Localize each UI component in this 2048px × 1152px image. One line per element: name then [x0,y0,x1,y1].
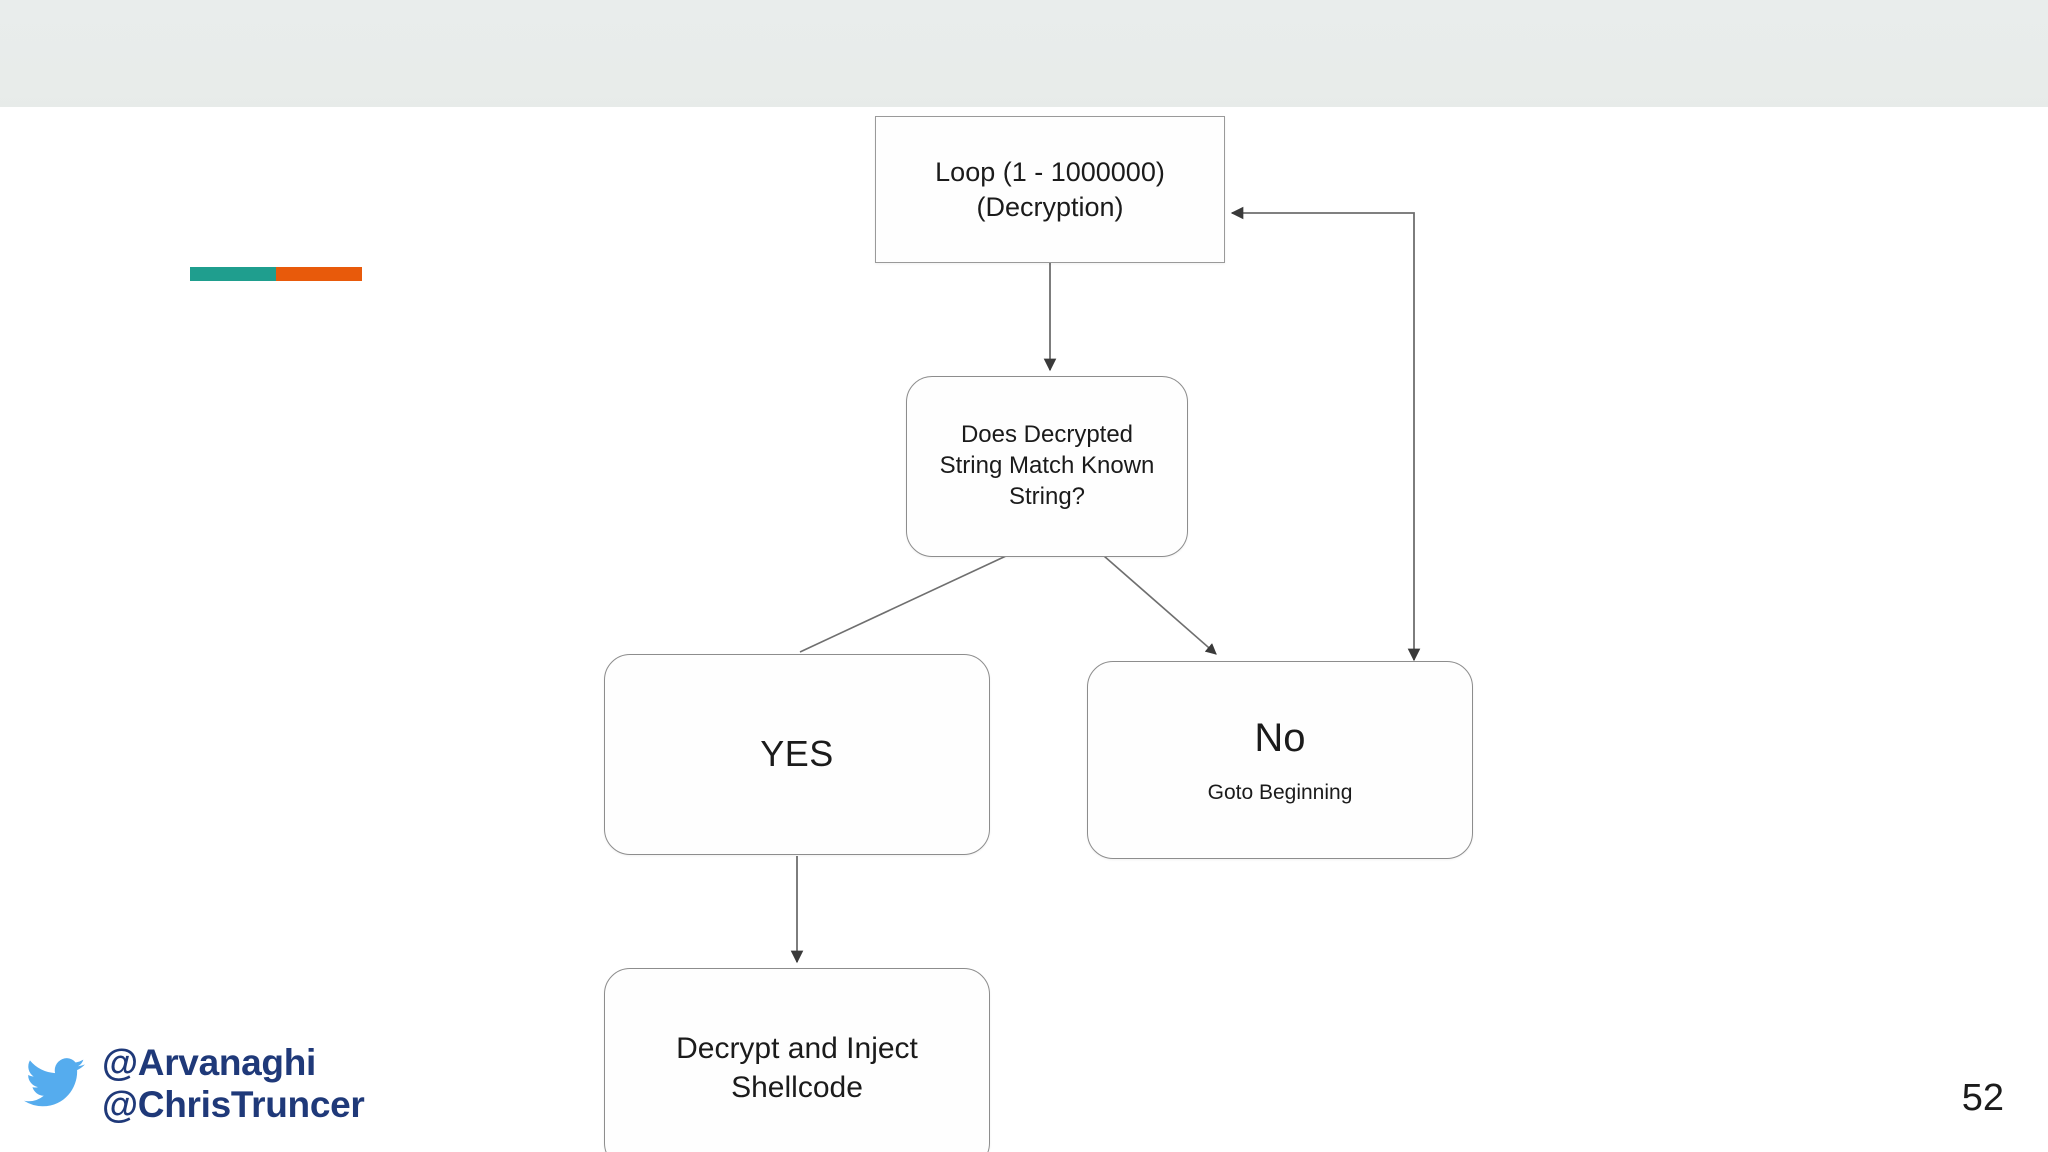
accent-bar-segment-orange [276,267,362,281]
slide-header-band [0,0,2048,107]
flow-node-decrypt-line2: Shellcode [731,1070,863,1104]
twitter-handles-block: @Arvanaghi @ChrisTruncer [24,1042,365,1126]
flow-node-yes-label: YES [760,733,834,775]
accent-bar [190,267,362,281]
twitter-handle-2[interactable]: @ChrisTruncer [102,1084,365,1126]
twitter-handles: @Arvanaghi @ChrisTruncer [102,1042,365,1126]
flow-node-decision-line2: String Match Known [939,452,1155,480]
flow-node-loop[interactable]: Loop (1 - 1000000) (Decryption) [875,116,1225,263]
edge-no-to-loop-loopback [1230,206,1421,662]
flow-node-yes[interactable]: YES [604,654,990,855]
edge-decision-to-no [1103,555,1217,655]
flow-node-no-label: No [1254,715,1306,760]
twitter-bird-icon [24,1058,85,1107]
flow-node-loop-line1: Loop (1 - 1000000) [935,156,1165,187]
flow-node-decision[interactable]: Does Decrypted String Match Known String… [906,376,1188,557]
flow-node-loop-line2: (Decryption) [976,191,1124,222]
twitter-handle-1[interactable]: @Arvanaghi [102,1042,317,1083]
flow-node-decision-line3: String? [1008,482,1086,510]
accent-bar-segment-teal [190,267,276,281]
edge-decision-to-yes [799,555,1007,653]
page-number: 52 [1961,1077,2004,1119]
flow-node-decrypt-inject[interactable]: Decrypt and Inject Shellcode [604,968,990,1152]
flow-node-no[interactable]: No Goto Beginning [1087,661,1473,859]
flow-node-decision-line1: Does Decrypted [960,421,1134,449]
flow-node-no-sublabel: Goto Beginning [1207,781,1353,805]
flow-node-decrypt-line1: Decrypt and Inject [676,1032,918,1066]
